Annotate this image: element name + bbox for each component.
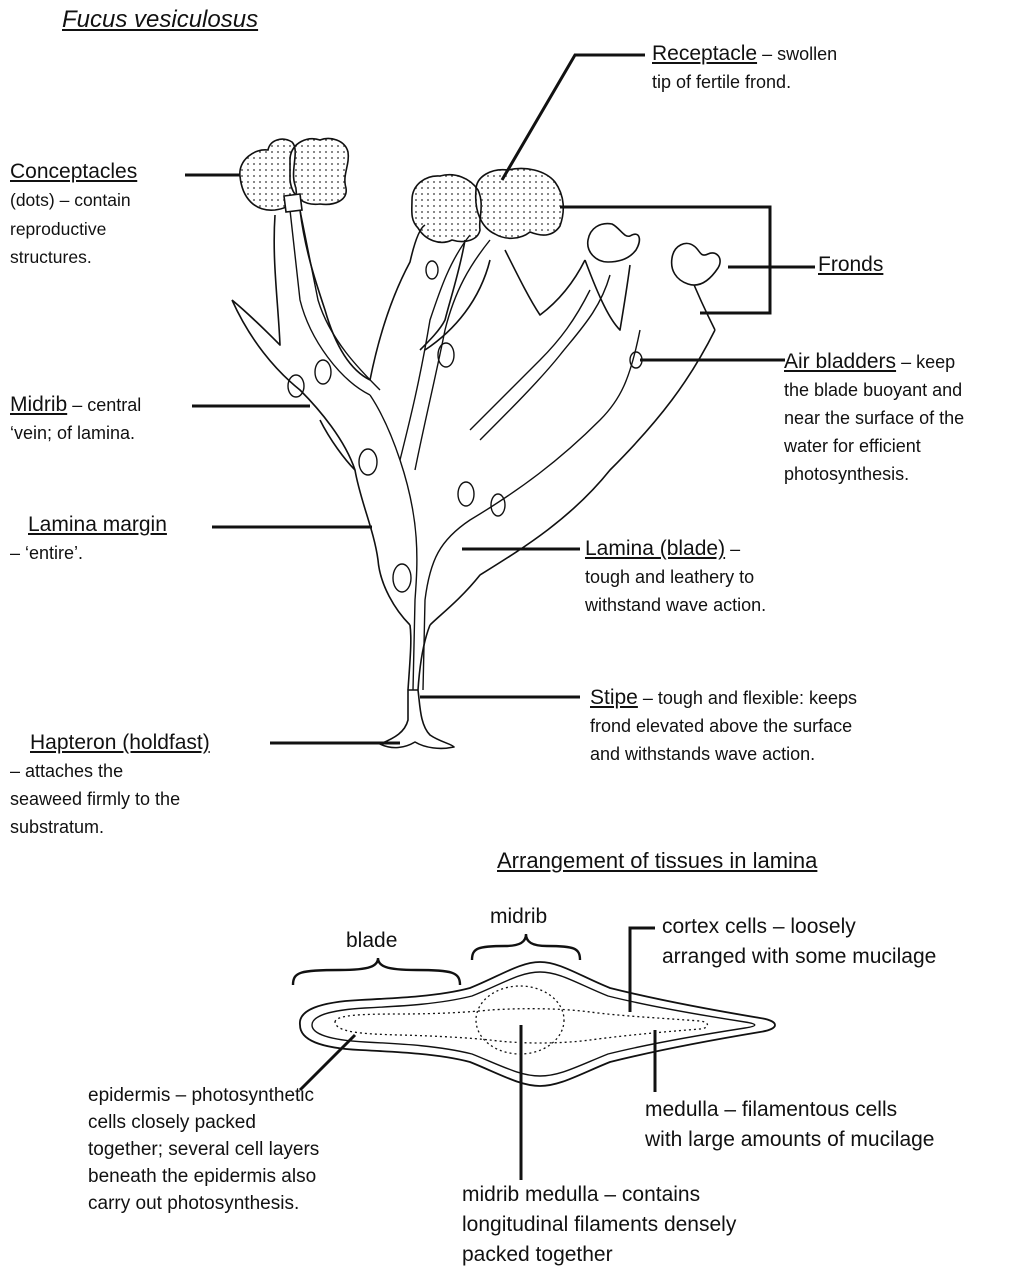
blade-label: blade bbox=[346, 926, 397, 956]
conceptacles-label: Conceptacles (dots) – contain reproducti… bbox=[10, 158, 137, 272]
lamina-margin-label: Lamina margin – ‘entire’. bbox=[28, 511, 167, 567]
blade-brace bbox=[293, 958, 460, 985]
cortex-label: cortex cells – loosely arranged with som… bbox=[662, 912, 936, 972]
holdfast-shape bbox=[380, 690, 454, 748]
midrib-section-label: midrib bbox=[490, 902, 547, 932]
frond-tip-right-a bbox=[588, 224, 640, 262]
midrib-brace bbox=[472, 934, 580, 960]
seaweed-thallus bbox=[232, 210, 715, 748]
frond-tip-right-b bbox=[672, 243, 720, 285]
diagram-title: Fucus vesiculosus bbox=[62, 6, 258, 34]
midrib-medulla-label: midrib medulla – contains longitudinal f… bbox=[462, 1180, 736, 1270]
receptacle-mid-b bbox=[476, 169, 564, 239]
medulla-label: medulla – filamentous cells with large a… bbox=[645, 1095, 934, 1155]
lamina-label: Lamina (blade) – tough and leathery to w… bbox=[585, 535, 766, 619]
stipe-label: Stipe – tough and flexible: keeps frond … bbox=[590, 684, 857, 768]
receptacles bbox=[240, 139, 720, 286]
cross-section-outer bbox=[300, 962, 775, 1086]
midrib-label: Midrib – central ‘vein; of lamina. bbox=[10, 391, 141, 447]
section-title: Arrangement of tissues in lamina bbox=[497, 848, 817, 874]
fronds-label: Fronds bbox=[818, 251, 883, 279]
cross-section-inner bbox=[312, 972, 755, 1076]
receptacle-mid-a bbox=[412, 175, 481, 243]
epidermis-label: epidermis – photosynthetic cells closely… bbox=[88, 1082, 319, 1217]
air-bladders-label: Air bladders – keep the blade buoyant an… bbox=[784, 348, 964, 488]
receptacle-label: Receptacle – swollen tip of fertile fron… bbox=[652, 40, 837, 96]
stipe-shape bbox=[408, 625, 430, 690]
hapteron-label: Hapteron (holdfast) – attaches the seawe… bbox=[30, 729, 210, 841]
